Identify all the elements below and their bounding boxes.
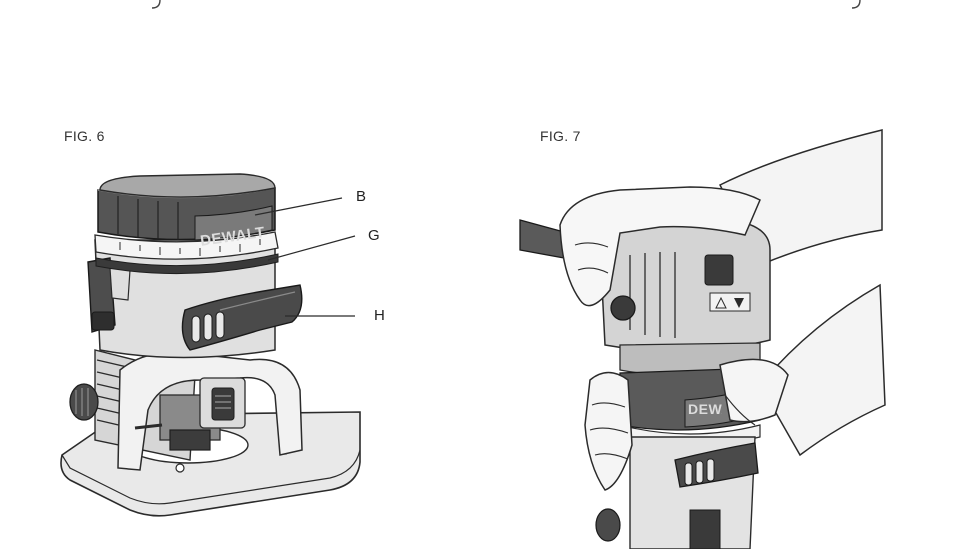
figure-7-label: FIG. 7 [540, 128, 581, 144]
callout-g: G [368, 227, 380, 244]
figure-6-router-illustration [60, 173, 361, 517]
crop-mark-left [151, 0, 161, 9]
callout-h: H [374, 307, 385, 324]
figure-6-label: FIG. 6 [64, 128, 105, 144]
figure-7-brand-logo: DEWALT [688, 401, 722, 417]
figure-7-hands-router-illustration [519, 129, 886, 549]
callout-b: B [356, 188, 367, 205]
crop-mark-right [851, 0, 861, 9]
